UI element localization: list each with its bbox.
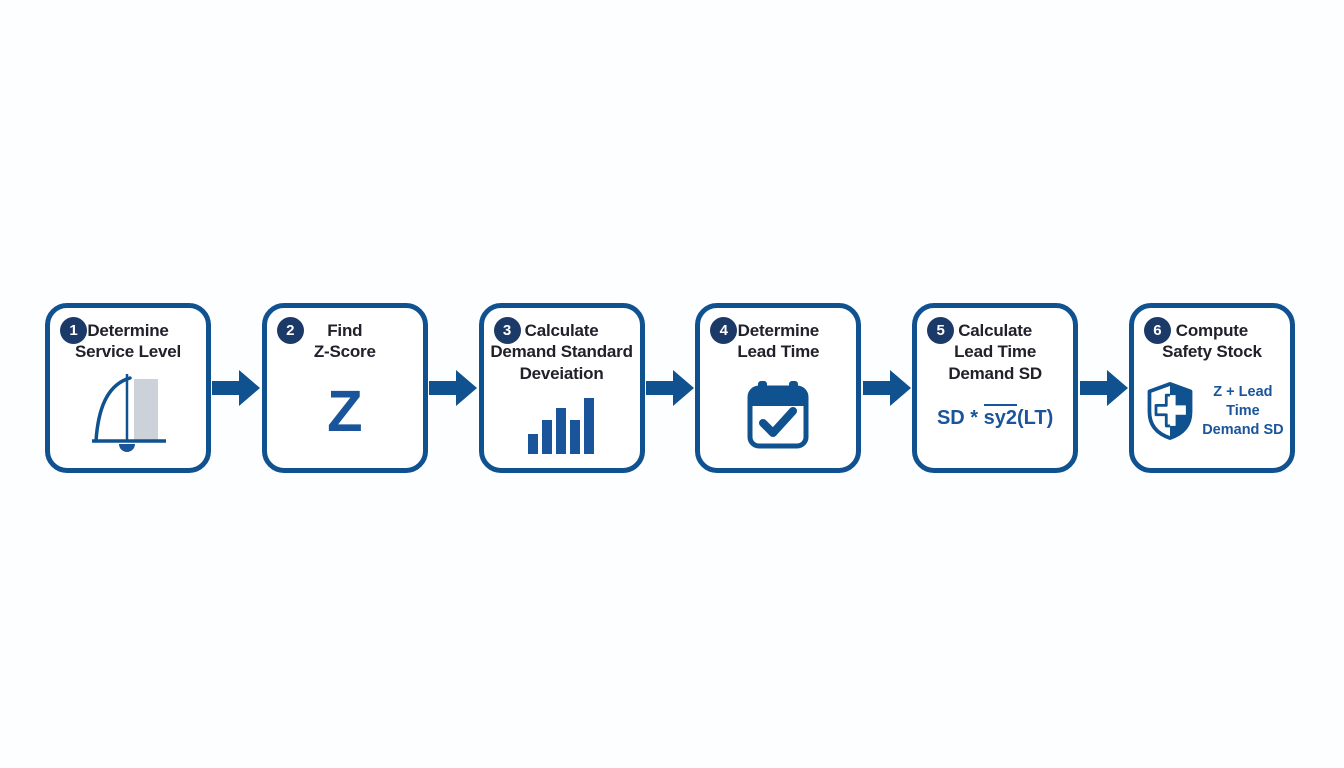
step-icon-area [700,363,856,469]
formula-prefix: SD * [936,407,984,430]
step-icon-area: Z [267,363,423,469]
step-title: Calculate Lead Time Demand SD [948,321,1042,383]
step-box-6: 6 Compute Safety Stock Z + Lead Time Dem… [1128,303,1295,473]
step-number-badge: 3 [493,317,521,344]
safety-stock-formula-label: Z + Lead Time Demand SD [1202,383,1284,438]
step-number-badge: 1 [60,317,87,344]
step-number-badge: 2 [276,317,304,344]
bar-chart-icon [527,397,594,454]
flow-arrow [862,368,911,408]
step-icon-area [484,384,640,468]
lead-time-sd-formula: SD * sy2(LT) [936,404,1054,430]
step-icon-area: SD * sy2(LT) [917,384,1073,468]
step-number-badge: 6 [1143,317,1171,344]
step-box-3: 3 Calculate Demand Standard Deveiation [478,303,645,473]
right-arrow-icon [212,370,261,406]
step-title: Determine Lead Time [737,321,820,362]
letter-z-glyph: Z [327,379,363,445]
flow-arrow [212,368,261,408]
step-box-2: 2 Find Z-Score Z [261,303,428,473]
step-title: Determine Service Level [74,321,182,362]
right-arrow-icon [645,370,694,406]
step-title: Find Z-Score [313,321,376,362]
right-arrow-icon [862,370,911,406]
step-title: Calculate Demand Standard Deveiation [490,321,633,383]
right-arrow-icon [1079,370,1128,406]
step-box-1: 1 Determine Service Level [45,303,211,473]
calendar-check-icon [747,381,809,449]
right-arrow-icon [429,370,478,406]
step-title: Compute Safety Stock [1162,321,1262,362]
flow-arrow [1079,368,1128,408]
step-icon-area: Z + Lead Time Demand SD [1134,363,1290,469]
step-icon-area [50,363,206,469]
flow-arrow [645,368,694,408]
formula-radicand: sy2 [983,404,1018,430]
flow-row: 1 Determine Service Level 2 Find Z-Score [45,303,1295,473]
shield-plus-icon [1147,382,1193,441]
step-number-badge: 5 [927,317,955,344]
safety-stock-result: Z + Lead Time Demand SD [1134,380,1290,450]
flow-arrow [429,368,478,408]
step-box-4: 4 Determine Lead Time [695,303,862,473]
normal-distribution-icon [92,374,166,453]
step-box-5: 5 Calculate Lead Time Demand SD SD * sy2… [912,303,1079,473]
step-number-badge: 4 [710,317,738,344]
formula-suffix: (LT) [1017,407,1054,430]
